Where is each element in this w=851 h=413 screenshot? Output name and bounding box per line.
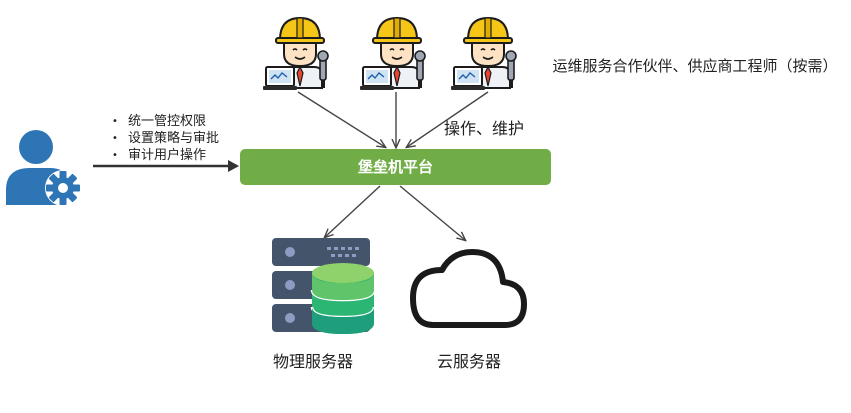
engineer-with-laptop-icon xyxy=(262,17,329,91)
bastion-platform-box: 堡垒机平台 xyxy=(240,149,551,185)
list-item: 统一管控权限 xyxy=(112,113,219,130)
action-label: 操作、维护 xyxy=(444,119,525,138)
cloud-icon xyxy=(410,249,527,328)
engineer-1-arrow xyxy=(297,91,385,147)
list-item: 设置策略与审批 xyxy=(112,130,219,147)
engineer-3-arrow xyxy=(407,91,489,147)
engineer-with-laptop-icon xyxy=(359,17,426,91)
cloud-server-arrow xyxy=(399,185,465,240)
server-database-icon xyxy=(272,238,376,334)
user-gear-icon xyxy=(6,130,81,206)
list-item: 审计用户操作 xyxy=(112,147,219,164)
cloud-server-label: 云服务器 xyxy=(437,352,502,371)
physical-server-label: 物理服务器 xyxy=(273,352,354,371)
engineer-with-laptop-icon xyxy=(450,17,517,91)
admin-capability-list: 统一管控权限 设置策略与审批 审计用户操作 xyxy=(112,113,219,164)
physical-server-arrow xyxy=(325,185,381,237)
engineers-label: 运维服务合作伙伴、供应商工程师（按需） xyxy=(552,57,838,75)
